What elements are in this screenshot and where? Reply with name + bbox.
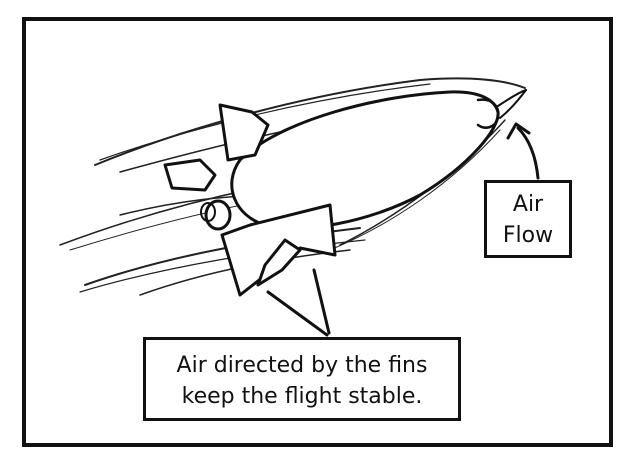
fins-note-line-1: Air directed by the fins <box>176 353 428 378</box>
air-flow-callout: Air Flow <box>484 180 572 258</box>
fins-note-line-2: keep the flight stable. <box>181 384 423 409</box>
pointer-lines <box>266 122 540 337</box>
air-flow-line-1: Air <box>512 192 544 217</box>
air-flow-line-2: Flow <box>502 223 554 248</box>
fins-note-callout: Air directed by the fins keep the flight… <box>143 337 461 421</box>
rocket-fins <box>163 103 337 297</box>
